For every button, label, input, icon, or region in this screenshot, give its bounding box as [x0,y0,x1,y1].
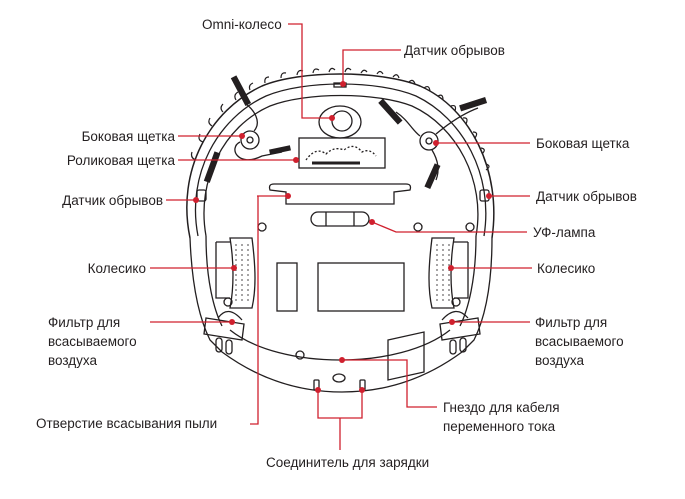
omni-wheel [331,110,353,132]
label-cliff-sensor-right: Датчик обрывов [536,189,637,204]
label-roller-brush: Роликовая щетка [66,153,175,168]
panel-small [276,262,298,312]
label-air-filter-right: Фильтр для всасываемого воздуха [535,315,624,368]
label-side-brush-right: Боковая щетка [536,136,630,151]
uv-lamp [310,211,370,227]
body-outline [189,237,493,393]
leader-dots [193,81,492,393]
bumper-outer [186,73,495,239]
filter-left [203,317,245,341]
filter-right [439,317,481,341]
bumper-teeth [190,67,490,171]
label-dust-intake: Отверстие всасывания пыли [36,416,218,431]
label-charging-connector: Соединитель для зарядки [266,455,430,470]
label-uv-lamp: УФ-лампа [533,225,596,240]
label-ac-socket: Гнездо для кабеля переменного тока [443,400,560,434]
label-wheel-left: Колесико [87,261,146,276]
label-air-filter-left: Фильтр для всасываемого воздуха [48,315,137,368]
dust-bin-handle [268,183,412,205]
side-brush-left-hub [240,130,260,150]
panel-large [317,262,405,312]
ac-socket-panel [387,331,425,381]
label-cliff-sensor-left: Датчик обрывов [62,193,163,208]
label-omni-wheel: Omni-колесо [202,17,282,32]
lower-curve [229,329,451,361]
roller-brush-frame [298,137,386,169]
wheel-left [229,237,256,309]
label-wheel-right: Колесико [537,261,596,276]
cliff-sensor-left [196,189,207,202]
leader-lines [150,23,532,450]
label-side-brush-left: Боковая щетка [81,129,175,144]
body-inner-left [205,235,223,327]
wheel-right [428,237,455,309]
label-cliff-sensor-top: Датчик обрывов [404,43,505,58]
cliff-sensor-top [333,82,347,88]
